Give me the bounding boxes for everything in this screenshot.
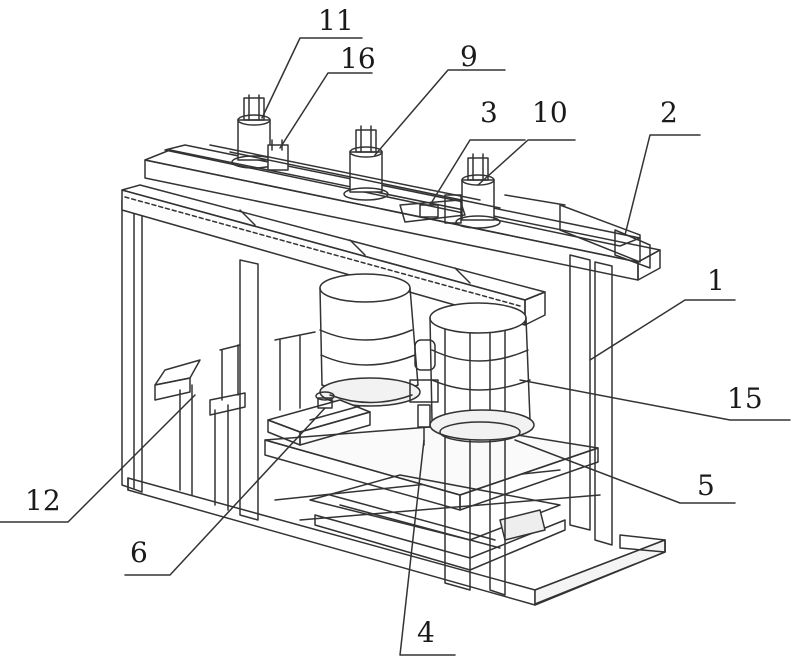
top-carriages	[209, 94, 501, 229]
leader-lines	[0, 37, 791, 656]
label-1: 1	[707, 264, 725, 297]
label-3: 3	[480, 96, 498, 129]
label-15: 15	[727, 382, 763, 415]
right-drum	[429, 302, 535, 443]
clamp-unit	[267, 391, 371, 446]
label-4: 4	[417, 616, 435, 649]
lower-platform	[264, 424, 599, 571]
main-frame	[121, 144, 661, 596]
label-16: 16	[340, 42, 376, 75]
left-drum	[319, 273, 421, 407]
left-rack	[154, 331, 316, 511]
base-frame	[127, 469, 666, 606]
label-9: 9	[460, 40, 478, 73]
label-2: 2	[660, 96, 678, 129]
label-12: 12	[25, 484, 61, 517]
label-11: 11	[318, 4, 354, 37]
label-5: 5	[697, 469, 715, 502]
callout-labels: 11 16 9 3 10 2 1 15 5 6 12 4	[25, 4, 763, 649]
label-10: 10	[532, 96, 568, 129]
label-6: 6	[130, 536, 148, 569]
